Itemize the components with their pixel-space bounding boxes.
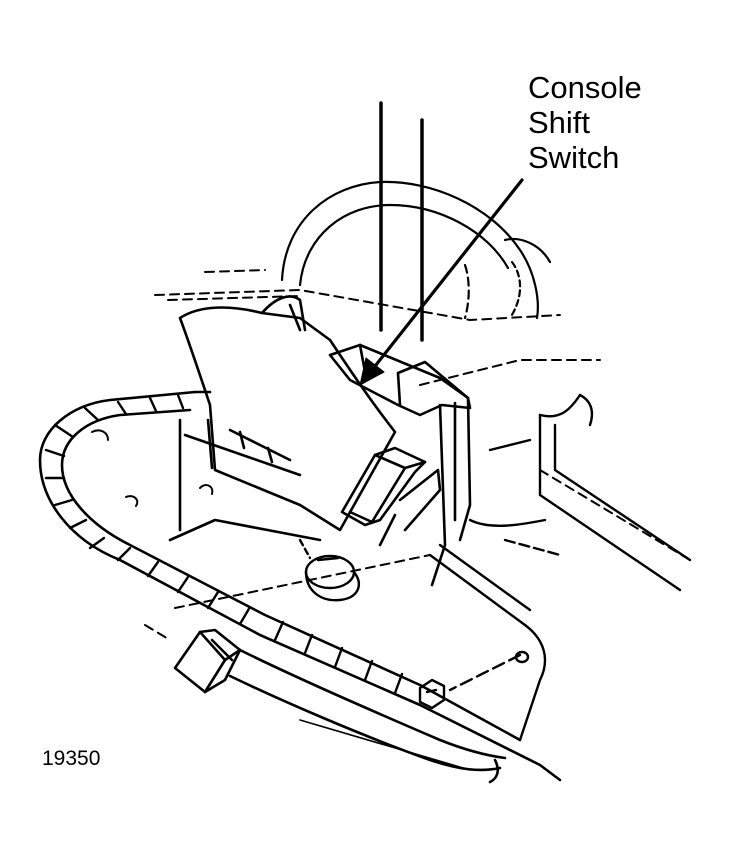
bezel-serrations — [44, 393, 404, 695]
dashed-hidden-lines — [144, 269, 691, 641]
mounting-nut-right — [418, 678, 446, 710]
callout-arrowhead — [359, 357, 385, 386]
callout-line-1: Console — [528, 70, 642, 105]
console-bezel — [38, 390, 562, 782]
console-shift-switch-label: Console Shift Switch — [528, 70, 642, 175]
figure-number: 19350 — [42, 747, 101, 770]
shift-switch-body — [328, 343, 472, 587]
small-fastener-left — [91, 429, 214, 507]
shift-indicator-plate — [168, 295, 397, 542]
callout-line-2: Shift — [528, 105, 591, 140]
callout-leader-arrow — [370, 178, 524, 372]
background-dial — [280, 180, 552, 320]
callout-line-3: Switch — [528, 140, 620, 175]
wiring-harness-connector — [173, 628, 507, 784]
bezel-plate — [428, 543, 547, 742]
shifter-shafts — [379, 101, 424, 342]
shift-switch-lower-block — [340, 446, 442, 547]
mounting-screw-left — [298, 538, 360, 602]
console-side-trim — [468, 393, 692, 592]
